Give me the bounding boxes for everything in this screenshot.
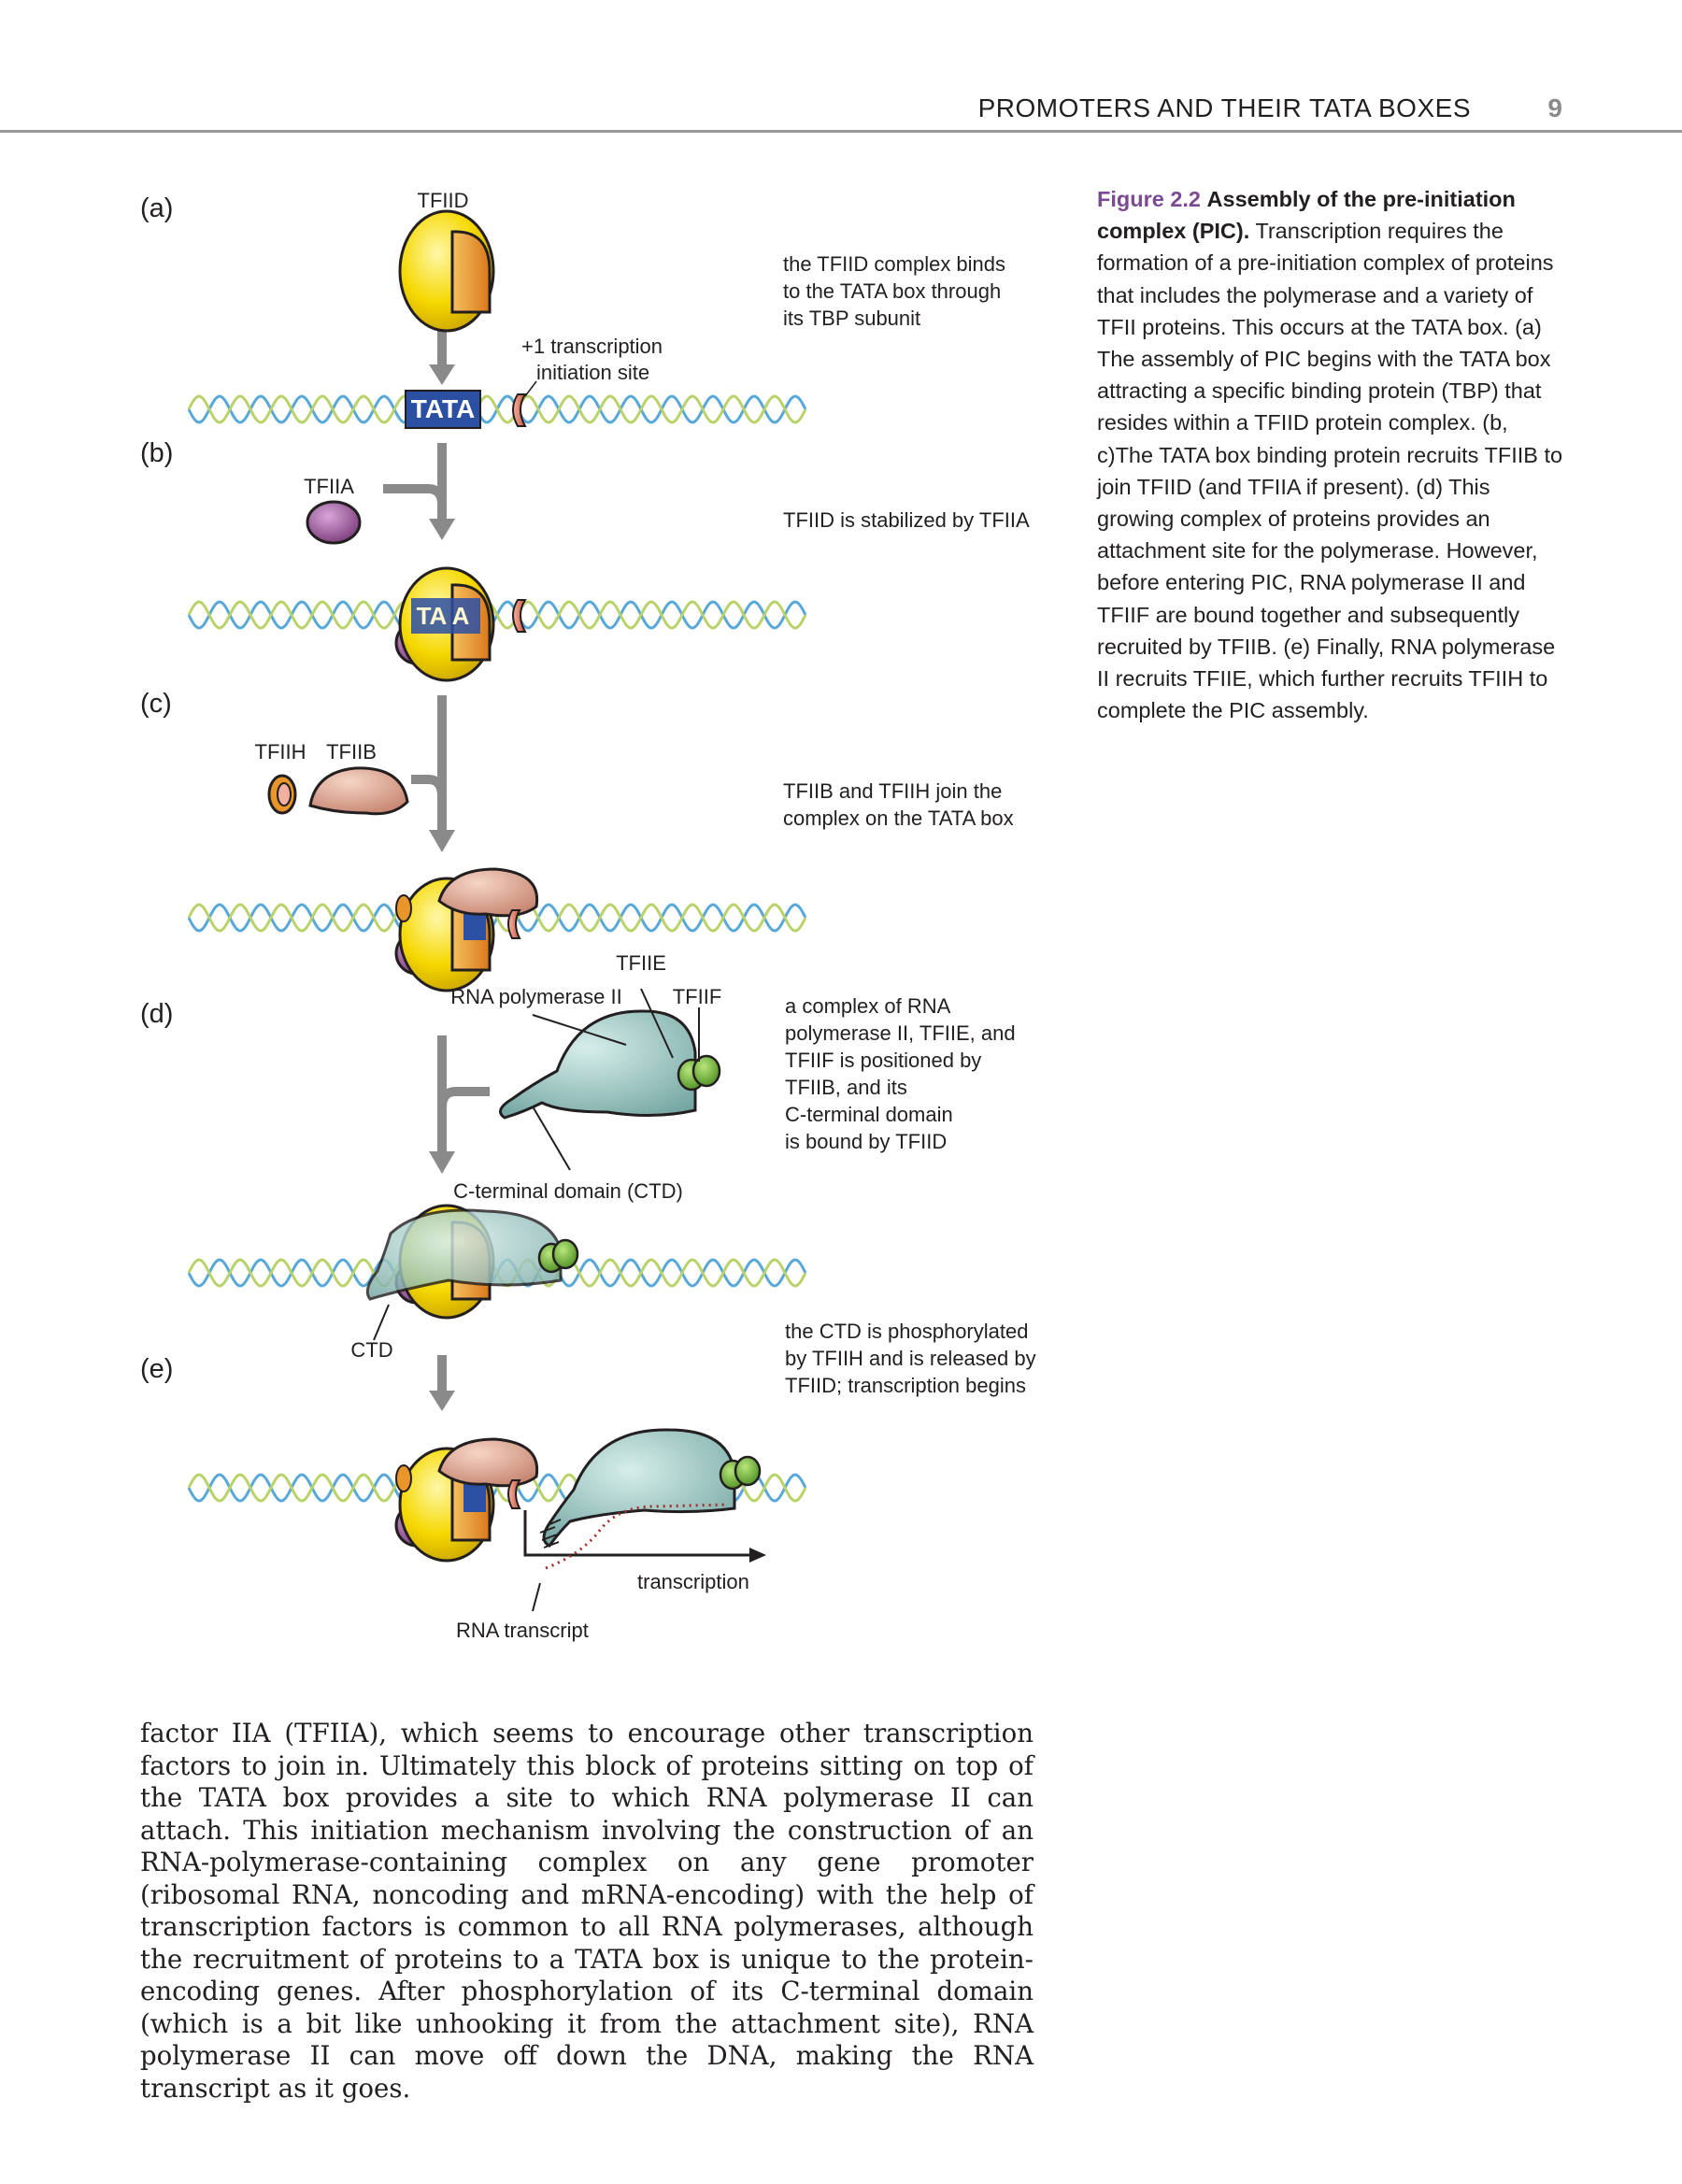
panel-label-e: (e) [140,1354,173,1384]
body-paragraph-text: factor IIA (TFIIA), which seems to encou… [140,1718,1033,2104]
header-rule [0,130,1682,133]
description-d-line: TFIIB, and its [785,1076,907,1099]
step-arrow-shaft [437,329,447,368]
tfiid-label: TFIID [418,189,469,212]
description-d-line: a complex of RNA [785,994,951,1018]
step-arrowhead [429,1151,455,1174]
polymerase-join-line [437,1087,490,1108]
page-number: 9 [1547,93,1562,122]
step-arrow-shaft [437,1355,447,1394]
dna-strand [187,394,807,424]
step-arrow-shaft [437,443,447,522]
description-a-line: its TBP subunit [783,307,920,330]
rna-transcript-pointer [532,1582,541,1612]
panel-label-b: (b) [140,438,173,468]
description-b-line: TFIID is stabilized by TFIIA [783,508,1030,532]
running-header: PROMOTERS AND THEIR TATA BOXES [977,93,1471,122]
pic-complex-c [394,867,539,992]
description-d-line: C-terminal domain [785,1103,953,1126]
step-arrowhead [429,1391,455,1411]
tfiid-complex [398,209,495,333]
rna-polymerase-ii [499,1009,697,1120]
transcription-arrow [523,1510,749,1557]
tfiia-protein [306,500,362,545]
description-a-line: the TFIID complex binds [783,252,1005,276]
step-arrowhead [429,364,455,385]
dna-helix [187,903,807,933]
dna-strand [187,903,807,933]
description-d-line: polymerase II, TFIIE, and [785,1021,1016,1045]
tata-box-label: TATA [411,394,475,423]
tfiib-protein [308,766,409,816]
description-c-line: TFIIB and TFIIH join the [783,779,1002,803]
panel-label-c: (c) [140,689,172,719]
tata-partial-label: TA A [417,602,470,630]
step-arrowhead [429,830,455,852]
ctd-label-pointer [373,1304,390,1341]
dna-strand [187,600,807,630]
rna-transcript-label: RNA transcript [456,1619,589,1642]
figure-title: Assembly of the pre-initiation complex (… [1097,187,1516,244]
description-e-line: by TFIIH and is released by [785,1347,1036,1370]
figure-label: Figure 2.2 [1097,187,1202,211]
start-site-pointer [524,380,537,397]
transcribing-polymerase [542,1428,762,1548]
tfiif-label: TFIIF [673,985,722,1008]
body-paragraph: factor IIA (TFIIA), which seems to encou… [140,1718,1033,2105]
description-a-line: to the TATA box through [783,279,1001,303]
dna-helix [187,394,807,424]
tfiih-label: TFIIH [255,740,306,764]
tfiib-label: TFIIB [326,740,377,764]
tfiih-protein [267,774,297,815]
step-arrow-shaft [437,695,447,834]
transcription-arrowhead [749,1548,766,1563]
tfiia-join-line [383,484,447,506]
transcription-label: transcription [637,1570,749,1593]
description-c-line: complex on the TATA box [783,807,1014,830]
description-d-line: is bound by TFIID [785,1130,947,1153]
ctd-label: CTD [350,1338,392,1362]
ctd-full-label: C-terminal domain (CTD) [453,1179,683,1203]
panel-label-a: (a) [140,193,173,223]
pol-label-pointer [532,1014,627,1046]
step-arrowhead [429,519,455,540]
description-e-line: the CTD is phosphorylated [785,1320,1028,1343]
tfiia-label: TFIIA [304,475,354,498]
figure-caption-text: Transcription requires the formation of … [1097,219,1563,723]
start-site-marker [512,393,527,427]
pic-complex-d [365,1204,579,1320]
dna-template-bars [539,1519,562,1549]
rna-polymerase-label: RNA polymerase II [450,985,621,1008]
figure-caption: Figure 2.2 Assembly of the pre-initiatio… [1097,183,1564,726]
ctd-pointer [532,1106,571,1171]
tfiie-label: TFIIE [616,951,666,975]
tfiif-protein [677,1054,721,1092]
pic-assembly-diagram: TATA TA A [140,189,1036,1642]
pic-complex-e [394,1437,539,1563]
description-d-line: TFIIF is positioned by [785,1049,981,1072]
tata-box [405,390,481,429]
start-site-label-2: initiation site [536,361,649,384]
dna-helix [187,600,807,630]
panel-label-d: (d) [140,999,173,1029]
tfiie-pointer [640,988,674,1059]
tfiid-tfiia-complex: TA A [394,566,527,682]
tfiib-join-line [411,775,447,797]
description-e-line: TFIID; transcription begins [785,1374,1026,1397]
start-site-label-1: +1 transcription [521,335,663,358]
